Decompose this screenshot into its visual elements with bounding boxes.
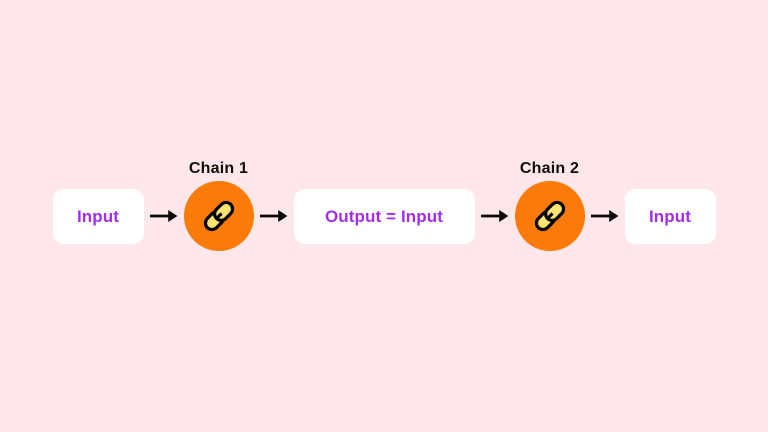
input-box-1-shape: Input [52, 188, 144, 244]
input-box-1: Input [52, 188, 144, 244]
arrow-right-icon [149, 208, 178, 224]
input-box-2-label: Input [648, 206, 692, 226]
arrow-2 [254, 208, 294, 224]
output-input-box-label: Output = Input [324, 206, 443, 226]
input-box-1-label: Input [76, 206, 120, 226]
arrow-right-icon [480, 208, 509, 224]
input-box-2: Input [624, 188, 716, 244]
chain-1-circle [183, 181, 254, 251]
chain-1: Chain 1 [183, 161, 254, 251]
input-box-2-shape: Input [624, 188, 716, 244]
chain-link-icon [199, 196, 239, 236]
arrow-4 [585, 208, 625, 224]
arrow-1 [144, 208, 184, 224]
chain-link-icon [530, 196, 570, 236]
chain-2: Chain 2 [514, 161, 585, 251]
arrow-right-icon [590, 208, 619, 224]
output-input-box: Output = Input [293, 188, 475, 244]
chain-2-circle [514, 181, 585, 251]
output-input-box-shape: Output = Input [293, 188, 475, 244]
arrow-3 [475, 208, 515, 224]
chain-1-label: Chain 1 [188, 160, 249, 177]
arrow-right-icon [259, 208, 288, 224]
chain-2-label: Chain 2 [519, 160, 580, 177]
